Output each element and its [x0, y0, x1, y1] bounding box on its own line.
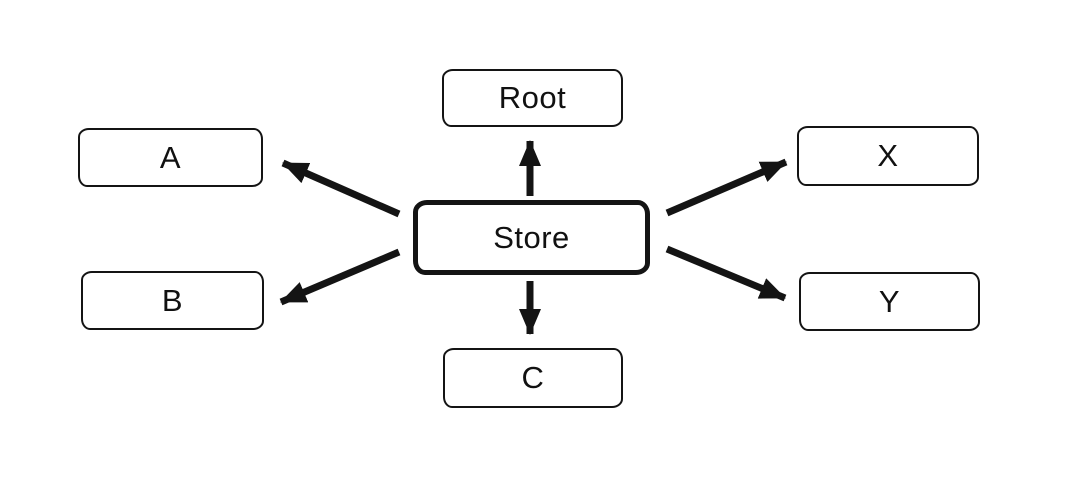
arrow-store-to-x — [665, 158, 788, 217]
node-c: C — [443, 348, 623, 408]
node-y: Y — [799, 272, 980, 331]
node-a: A — [78, 128, 263, 187]
node-b: B — [81, 271, 264, 330]
arrow-store-to-a — [281, 159, 401, 218]
node-x: X — [797, 126, 979, 186]
node-store: Store — [413, 200, 650, 275]
arrow-store-to-y — [665, 245, 787, 302]
node-root: Root — [442, 69, 623, 127]
arrow-store-to-b — [279, 248, 401, 306]
